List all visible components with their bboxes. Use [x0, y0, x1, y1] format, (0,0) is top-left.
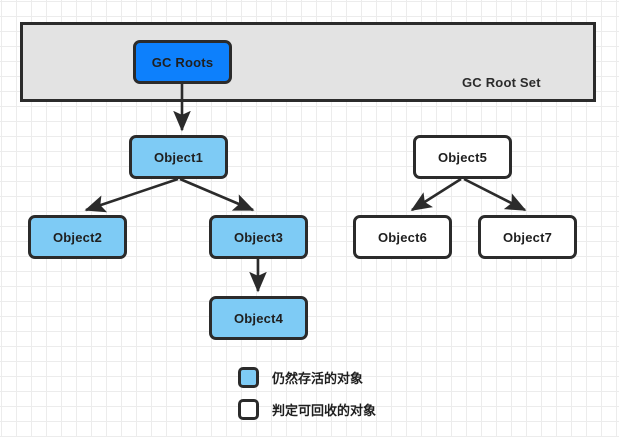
node-object2[interactable]: Object2 [28, 215, 127, 259]
node-object6-label: Object6 [377, 229, 428, 245]
legend-label-garbage: 判定可回收的对象 [272, 404, 377, 419]
node-object5-label: Object5 [437, 149, 488, 165]
legend-item-alive: 仍然存活的对象 [238, 367, 363, 388]
node-object1-label: Object1 [153, 149, 204, 165]
legend-label-alive: 仍然存活的对象 [272, 372, 364, 387]
legend-swatch-garbage-icon [238, 399, 259, 420]
node-object7-label: Object7 [502, 229, 553, 245]
legend-item-garbage: 判定可回收的对象 [238, 399, 376, 420]
edge-object5-object7 [463, 177, 527, 212]
node-object6[interactable]: Object6 [353, 215, 452, 259]
edge-object5-object6 [410, 177, 462, 212]
node-object4-label: Object4 [233, 310, 284, 326]
node-gc-roots-label: GC Roots [151, 54, 214, 70]
node-object4[interactable]: Object4 [209, 296, 308, 340]
node-object1[interactable]: Object1 [129, 135, 228, 179]
node-object3[interactable]: Object3 [209, 215, 308, 259]
node-object3-label: Object3 [233, 229, 284, 245]
node-gc-roots[interactable]: GC Roots [133, 40, 232, 84]
edge-object1-object2 [84, 177, 179, 213]
node-object7[interactable]: Object7 [478, 215, 577, 259]
gc-root-set-panel [20, 22, 596, 102]
edge-object1-object3 [179, 177, 255, 212]
node-object2-label: Object2 [52, 229, 103, 245]
legend-swatch-alive-icon [238, 367, 259, 388]
gc-root-set-label: GC Root Set [462, 75, 541, 90]
node-object5[interactable]: Object5 [413, 135, 512, 179]
